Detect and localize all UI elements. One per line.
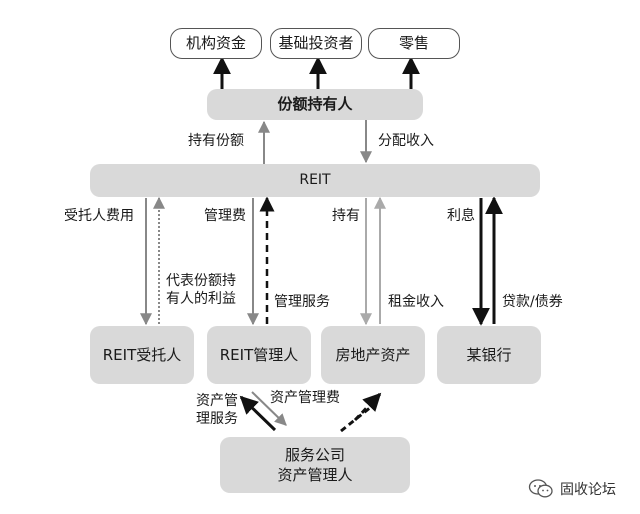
- box-reit: REIT: [90, 164, 540, 197]
- arrow-asset-mgmt-service: [239, 395, 277, 432]
- label-hold: 持有: [332, 208, 360, 224]
- label-distribute-income: 分配收入: [378, 133, 434, 149]
- watermark: 固收论坛: [528, 478, 616, 500]
- box-reit-manager: REIT管理人: [207, 326, 311, 384]
- service-company-line-2: 资产管理人: [277, 466, 353, 484]
- label-management-fee: 管理费: [204, 208, 246, 224]
- box-service-company: 服务公司 资产管理人: [220, 437, 410, 493]
- label-asset-mgmt-fee: 资产管理费: [270, 390, 340, 406]
- label-trustee-fee: 受托人费用: [64, 208, 134, 224]
- box-retail: 零售: [368, 28, 460, 59]
- label-rent-income: 租金收入: [388, 294, 444, 310]
- label-interest: 利息: [447, 208, 475, 224]
- label-loan-bond: 贷款/债券: [502, 294, 563, 310]
- label-hold-share: 持有份额: [188, 133, 244, 149]
- box-share-holders: 份额持有人: [207, 89, 423, 120]
- wechat-icon: [528, 479, 553, 498]
- box-institutional-funds: 机构资金: [170, 28, 262, 59]
- watermark-text: 固收论坛: [560, 482, 616, 498]
- label-asset-mgmt-service: 资产管理服务: [196, 393, 238, 428]
- box-real-estate-assets: 房地产资产: [321, 326, 425, 384]
- arrow-asset-mgmt-fee: [251, 391, 287, 426]
- box-bank: 某银行: [437, 326, 541, 384]
- label-management-service: 管理服务: [274, 294, 330, 310]
- box-basic-investors: 基础投资者: [270, 28, 362, 59]
- service-company-line-1: 服务公司: [284, 445, 345, 464]
- label-represent-interest: 代表份额持有人的利益: [166, 273, 236, 308]
- arrow-property-to-service: [353, 392, 382, 422]
- box-reit-trustee: REIT受托人: [90, 326, 194, 384]
